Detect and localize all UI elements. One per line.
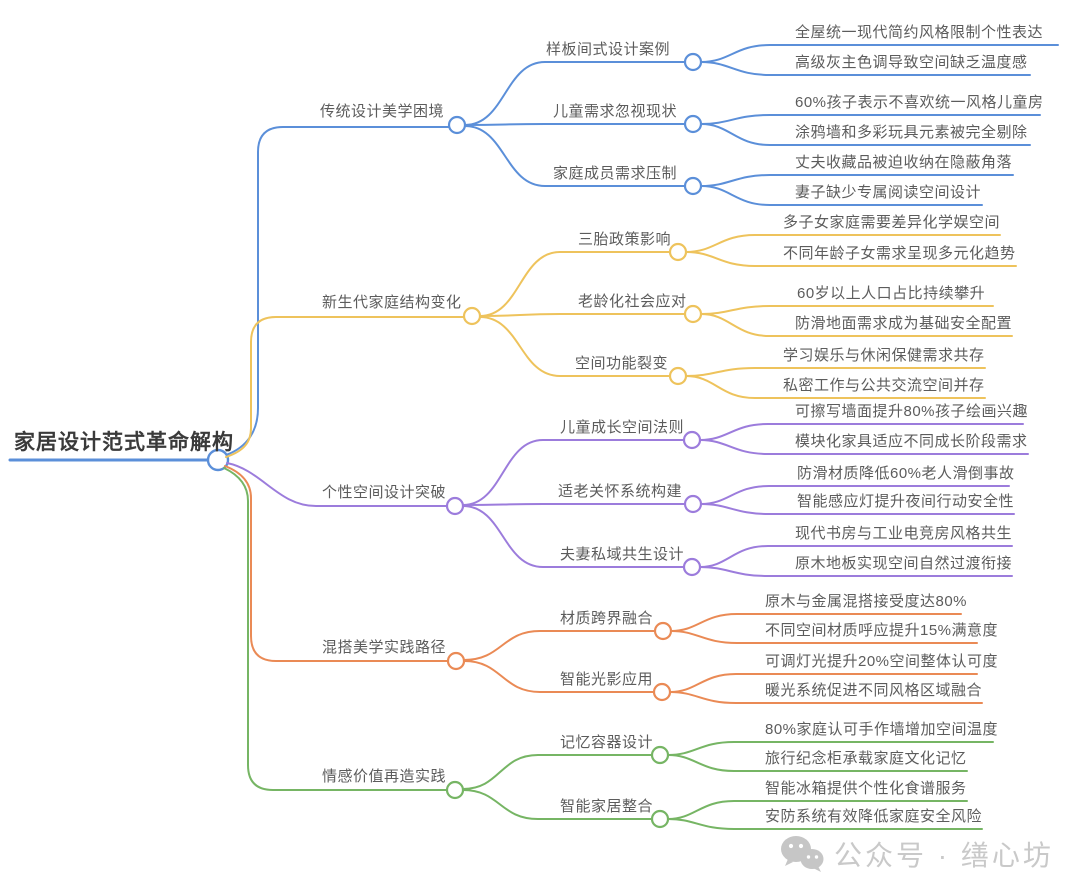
leaf-node[interactable]: 暖光系统促进不同风格区域融合 bbox=[765, 682, 983, 699]
subtopic-node[interactable]: 适老关怀系统构建 bbox=[558, 483, 683, 500]
branch-node[interactable]: 个性空间设计突破 bbox=[322, 484, 447, 501]
node-handle[interactable] bbox=[668, 242, 688, 262]
leaf-node[interactable]: 涂鸦墙和多彩玩具元素被完全剔除 bbox=[795, 124, 1028, 141]
leaf-node[interactable]: 智能感应灯提升夜间行动安全性 bbox=[797, 493, 1015, 510]
node-handle[interactable] bbox=[682, 430, 702, 450]
node-handle[interactable] bbox=[462, 306, 482, 326]
subtopic-node[interactable]: 空间功能裂变 bbox=[575, 355, 669, 372]
node-handle[interactable] bbox=[683, 176, 703, 196]
leaf-node[interactable]: 妻子缺少专属阅读空间设计 bbox=[795, 184, 982, 201]
leaf-node[interactable]: 可调灯光提升20%空间整体认可度 bbox=[765, 653, 999, 670]
node-handle[interactable] bbox=[683, 494, 703, 514]
subtopic-node[interactable]: 老龄化社会应对 bbox=[578, 293, 687, 310]
branch-1-connectors bbox=[8, 44, 1059, 472]
leaf-node[interactable]: 不同空间材质呼应提升15%满意度 bbox=[765, 622, 999, 639]
subtopic-node[interactable]: 材质跨界融合 bbox=[560, 610, 654, 627]
branch-node[interactable]: 传统设计美学困境 bbox=[320, 103, 445, 120]
node-handle[interactable] bbox=[653, 621, 673, 641]
leaf-node[interactable]: 防滑材质降低60%老人滑倒事故 bbox=[797, 465, 1015, 482]
subtopic-node[interactable]: 儿童需求忽视现状 bbox=[553, 103, 678, 120]
branch-node[interactable]: 情感价值再造实践 bbox=[322, 768, 447, 785]
leaf-node[interactable]: 防滑地面需求成为基础安全配置 bbox=[795, 315, 1013, 332]
leaf-node[interactable]: 模块化家具适应不同成长阶段需求 bbox=[795, 433, 1028, 450]
node-handle[interactable] bbox=[683, 114, 703, 134]
node-handle[interactable] bbox=[445, 780, 465, 800]
node-handle[interactable] bbox=[683, 304, 703, 324]
node-handle[interactable] bbox=[650, 745, 670, 765]
subtopic-node[interactable]: 记忆容器设计 bbox=[560, 734, 654, 751]
subtopic-node[interactable]: 样板间式设计案例 bbox=[546, 41, 671, 58]
node-handle[interactable] bbox=[447, 115, 467, 135]
leaf-node[interactable]: 智能冰箱提供个性化食谱服务 bbox=[765, 780, 967, 797]
root-node[interactable]: 家居设计范式革命解构 bbox=[14, 431, 234, 454]
subtopic-node[interactable]: 夫妻私域共生设计 bbox=[560, 546, 685, 563]
leaf-node[interactable]: 旅行纪念柜承载家庭文化记忆 bbox=[765, 750, 967, 767]
subtopic-node[interactable]: 家庭成员需求压制 bbox=[553, 165, 678, 182]
leaf-node[interactable]: 60%孩子表示不喜欢统一风格儿童房 bbox=[795, 94, 1044, 111]
subtopic-node[interactable]: 三胎政策影响 bbox=[578, 231, 672, 248]
wechat-icon bbox=[781, 836, 824, 872]
leaf-node[interactable]: 多子女家庭需要差异化学娱空间 bbox=[783, 214, 1001, 231]
node-handle[interactable] bbox=[683, 52, 703, 72]
branch-2-connectors bbox=[225, 234, 1017, 458]
branch-4-connectors bbox=[224, 465, 983, 704]
watermark: 公众号 · 缮心坊 bbox=[778, 833, 1054, 875]
subtopic-node[interactable]: 儿童成长空间法则 bbox=[560, 419, 685, 436]
branch-node[interactable]: 新生代家庭结构变化 bbox=[322, 294, 462, 311]
leaf-node[interactable]: 安防系统有效降低家庭安全风险 bbox=[765, 808, 983, 825]
branch-5-connectors bbox=[223, 467, 994, 830]
node-handle[interactable] bbox=[650, 809, 670, 829]
leaf-node[interactable]: 全屋统一现代简约风格限制个性表达 bbox=[795, 24, 1044, 41]
leaf-node[interactable]: 学习娱乐与休闲保健需求共存 bbox=[783, 347, 985, 364]
leaf-node[interactable]: 80%家庭认可手作墙增加空间温度 bbox=[765, 721, 999, 738]
node-handle[interactable] bbox=[446, 651, 466, 671]
branch-node[interactable]: 混搭美学实践路径 bbox=[322, 639, 447, 656]
subtopic-node[interactable]: 智能光影应用 bbox=[560, 671, 654, 688]
leaf-node[interactable]: 原木与金属混搭接受度达80% bbox=[765, 593, 968, 610]
subtopic-node[interactable]: 智能家居整合 bbox=[560, 798, 654, 815]
leaf-node[interactable]: 原木地板实现空间自然过渡衔接 bbox=[795, 555, 1013, 572]
root-node-handle[interactable] bbox=[206, 448, 230, 472]
leaf-node[interactable]: 不同年龄子女需求呈现多元化趋势 bbox=[783, 245, 1016, 262]
leaf-node[interactable]: 丈夫收藏品被迫收纳在隐蔽角落 bbox=[795, 154, 1013, 171]
leaf-node[interactable]: 可擦写墙面提升80%孩子绘画兴趣 bbox=[795, 403, 1029, 420]
branch-3-connectors bbox=[226, 423, 1029, 577]
leaf-node[interactable]: 高级灰主色调导致空间缺乏温度感 bbox=[795, 54, 1028, 71]
node-handle[interactable] bbox=[668, 366, 688, 386]
node-handle[interactable] bbox=[445, 496, 465, 516]
leaf-node[interactable]: 60岁以上人口占比持续攀升 bbox=[797, 285, 986, 302]
leaf-node[interactable]: 私密工作与公共交流空间并存 bbox=[783, 377, 985, 394]
leaf-node[interactable]: 现代书房与工业电竞房风格共生 bbox=[795, 525, 1013, 542]
node-handle[interactable] bbox=[652, 682, 672, 702]
node-handle[interactable] bbox=[682, 557, 702, 577]
watermark-text: 公众号 · 缮心坊 bbox=[834, 840, 1054, 871]
